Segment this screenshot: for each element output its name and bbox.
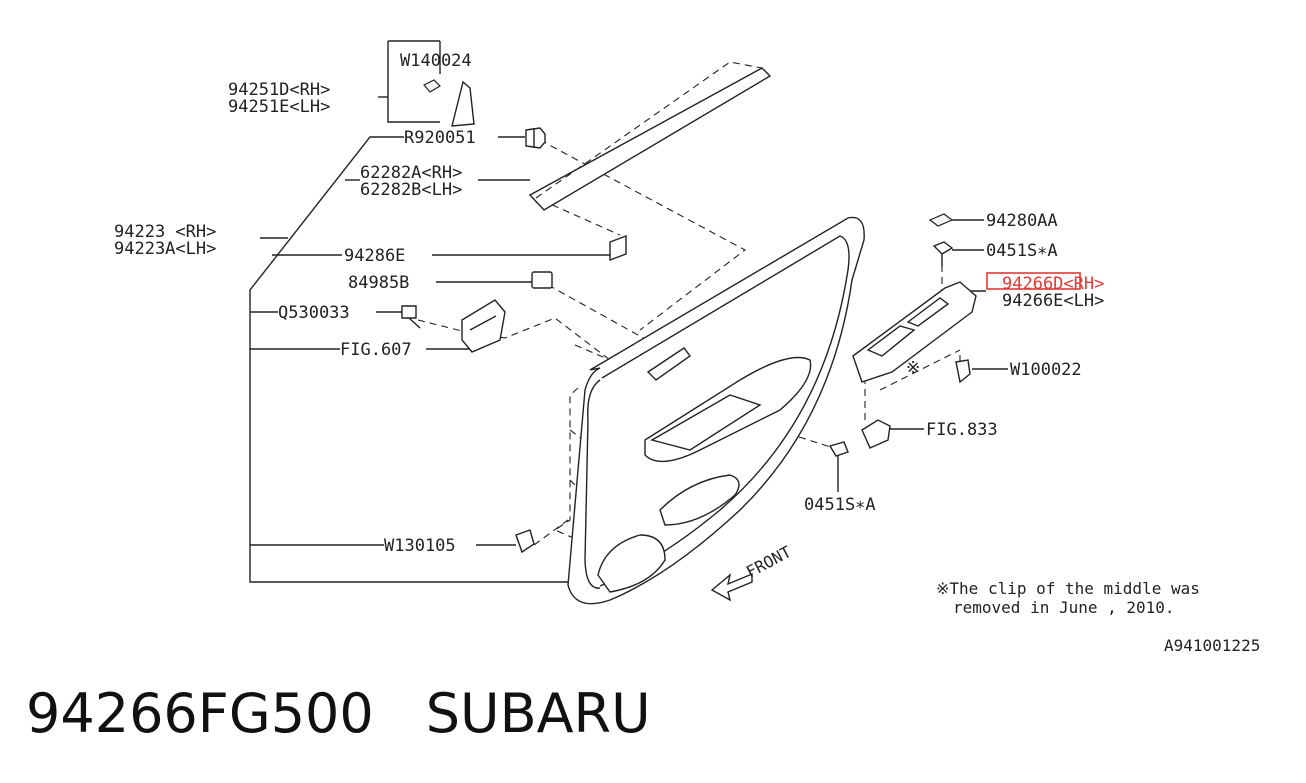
label-94266d: 94266D<RH> — [1002, 274, 1104, 294]
leader-lines — [249, 40, 1008, 583]
callout-labels: W140024 94251D<RH> 94251E<LH> R920051 62… — [114, 51, 1104, 556]
label-94286e: 94286E — [344, 246, 405, 266]
inner-handle-part — [461, 299, 506, 353]
label-94223a: 94223A<LH> — [114, 239, 216, 259]
front-arrow: FRONT — [710, 542, 795, 602]
corner-cover-part — [451, 80, 475, 127]
door-trim-panel — [567, 216, 865, 605]
label-94251e: 94251E<LH> — [228, 97, 330, 117]
front-label: FRONT — [743, 542, 795, 582]
brand-name: SUBARU — [425, 682, 651, 745]
highlight-box — [986, 272, 1081, 290]
part-caption: 94266FG500 SUBARU — [26, 682, 703, 745]
clip-part-w140024 — [423, 79, 441, 93]
label-62282a: 62282A<RH> — [360, 163, 462, 183]
screw-part-bottom — [828, 441, 849, 457]
label-fig833: FIG.833 — [926, 420, 998, 440]
label-94223: 94223 <RH> — [114, 222, 216, 242]
label-94266e: 94266E<LH> — [1002, 291, 1104, 311]
label-62282b: 62282B<LH> — [360, 180, 462, 200]
switch-part-fig833 — [861, 419, 891, 449]
pad-part-94280aa — [928, 213, 954, 227]
label-94251d: 94251D<RH> — [228, 80, 330, 100]
part-number: 94266FG500 — [26, 682, 374, 745]
clip-part-w100022 — [955, 359, 971, 384]
screw-part-top — [932, 241, 954, 266]
clip-part-w130105 — [515, 529, 535, 554]
label-84985b: 84985B — [348, 273, 409, 293]
label-0451sa-bottom: 0451S∗A — [804, 495, 876, 515]
label-w100022: W100022 — [1010, 360, 1082, 380]
diagram-code: A941001225 — [1164, 636, 1260, 655]
clip-note: ※The clip of the middle was removed in J… — [936, 579, 1200, 617]
label-q530033: Q530033 — [278, 303, 350, 323]
push-clip-part — [525, 127, 546, 149]
label-w140024: W140024 — [400, 51, 472, 71]
weatherstrip-part — [528, 61, 772, 211]
label-fig607: FIG.607 — [340, 340, 412, 360]
label-94280aa: 94280AA — [986, 211, 1058, 231]
label-w130105: W130105 — [384, 536, 456, 556]
note-line-1: ※The clip of the middle was — [936, 579, 1200, 598]
switch-panel-94266 — [852, 281, 977, 383]
label-0451sa-top: 0451S∗A — [986, 241, 1058, 261]
lamp-part-84985b — [531, 271, 553, 289]
bracket-part-94286e — [609, 234, 627, 262]
asterisk-mark: ※ — [906, 358, 920, 378]
note-line-2: removed in June , 2010. — [953, 598, 1175, 617]
label-r920051: R920051 — [404, 128, 476, 148]
screw-part-q530033 — [401, 305, 421, 329]
